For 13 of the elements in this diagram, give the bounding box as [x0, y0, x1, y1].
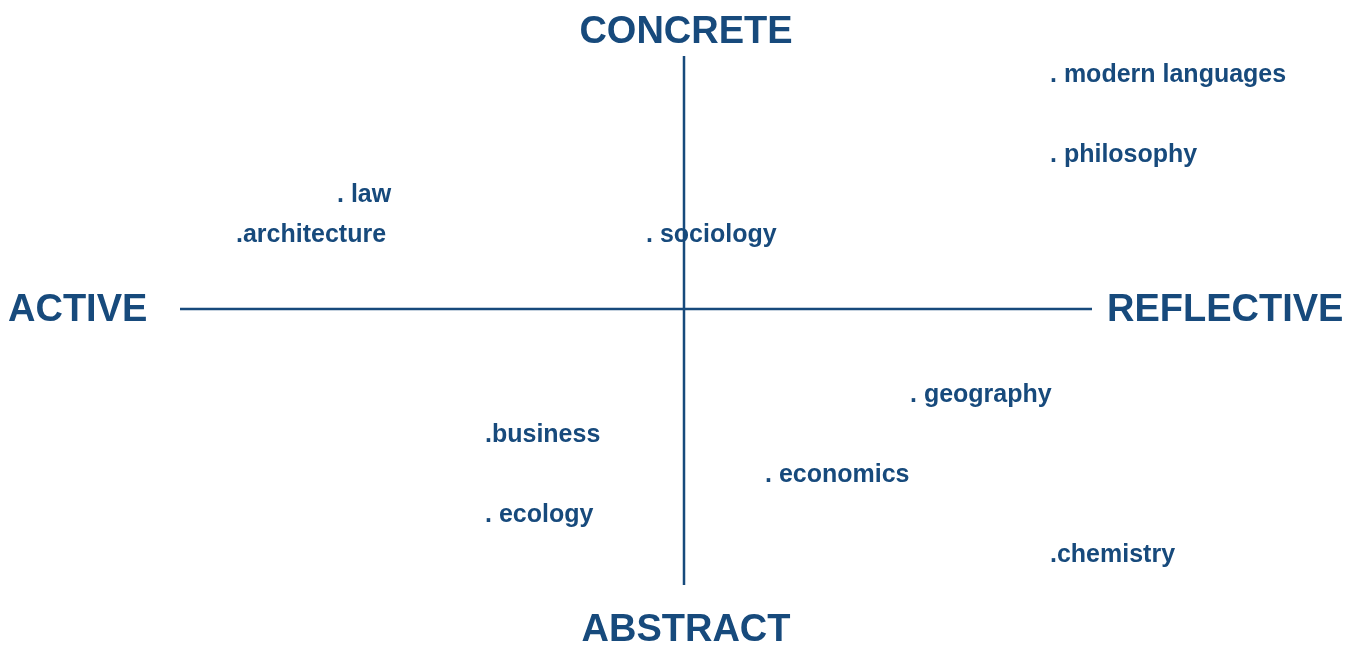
axis-label: REFLECTIVE — [1107, 289, 1344, 327]
subject-label: . philosophy — [1050, 140, 1198, 166]
subject-label: . ecology — [485, 500, 594, 526]
subject-label: .business — [485, 420, 601, 446]
subject-label: . law — [337, 180, 392, 206]
axis-label: ACTIVE — [8, 289, 148, 327]
subject-label: .architecture — [236, 220, 387, 246]
axis-label: CONCRETE — [579, 11, 793, 49]
subject-label: . modern languages — [1050, 60, 1287, 86]
subject-label: . economics — [765, 460, 910, 486]
subject-label: . geography — [910, 380, 1052, 406]
subject-label: .chemistry — [1050, 540, 1176, 566]
axis-label: ABSTRACT — [581, 609, 791, 646]
